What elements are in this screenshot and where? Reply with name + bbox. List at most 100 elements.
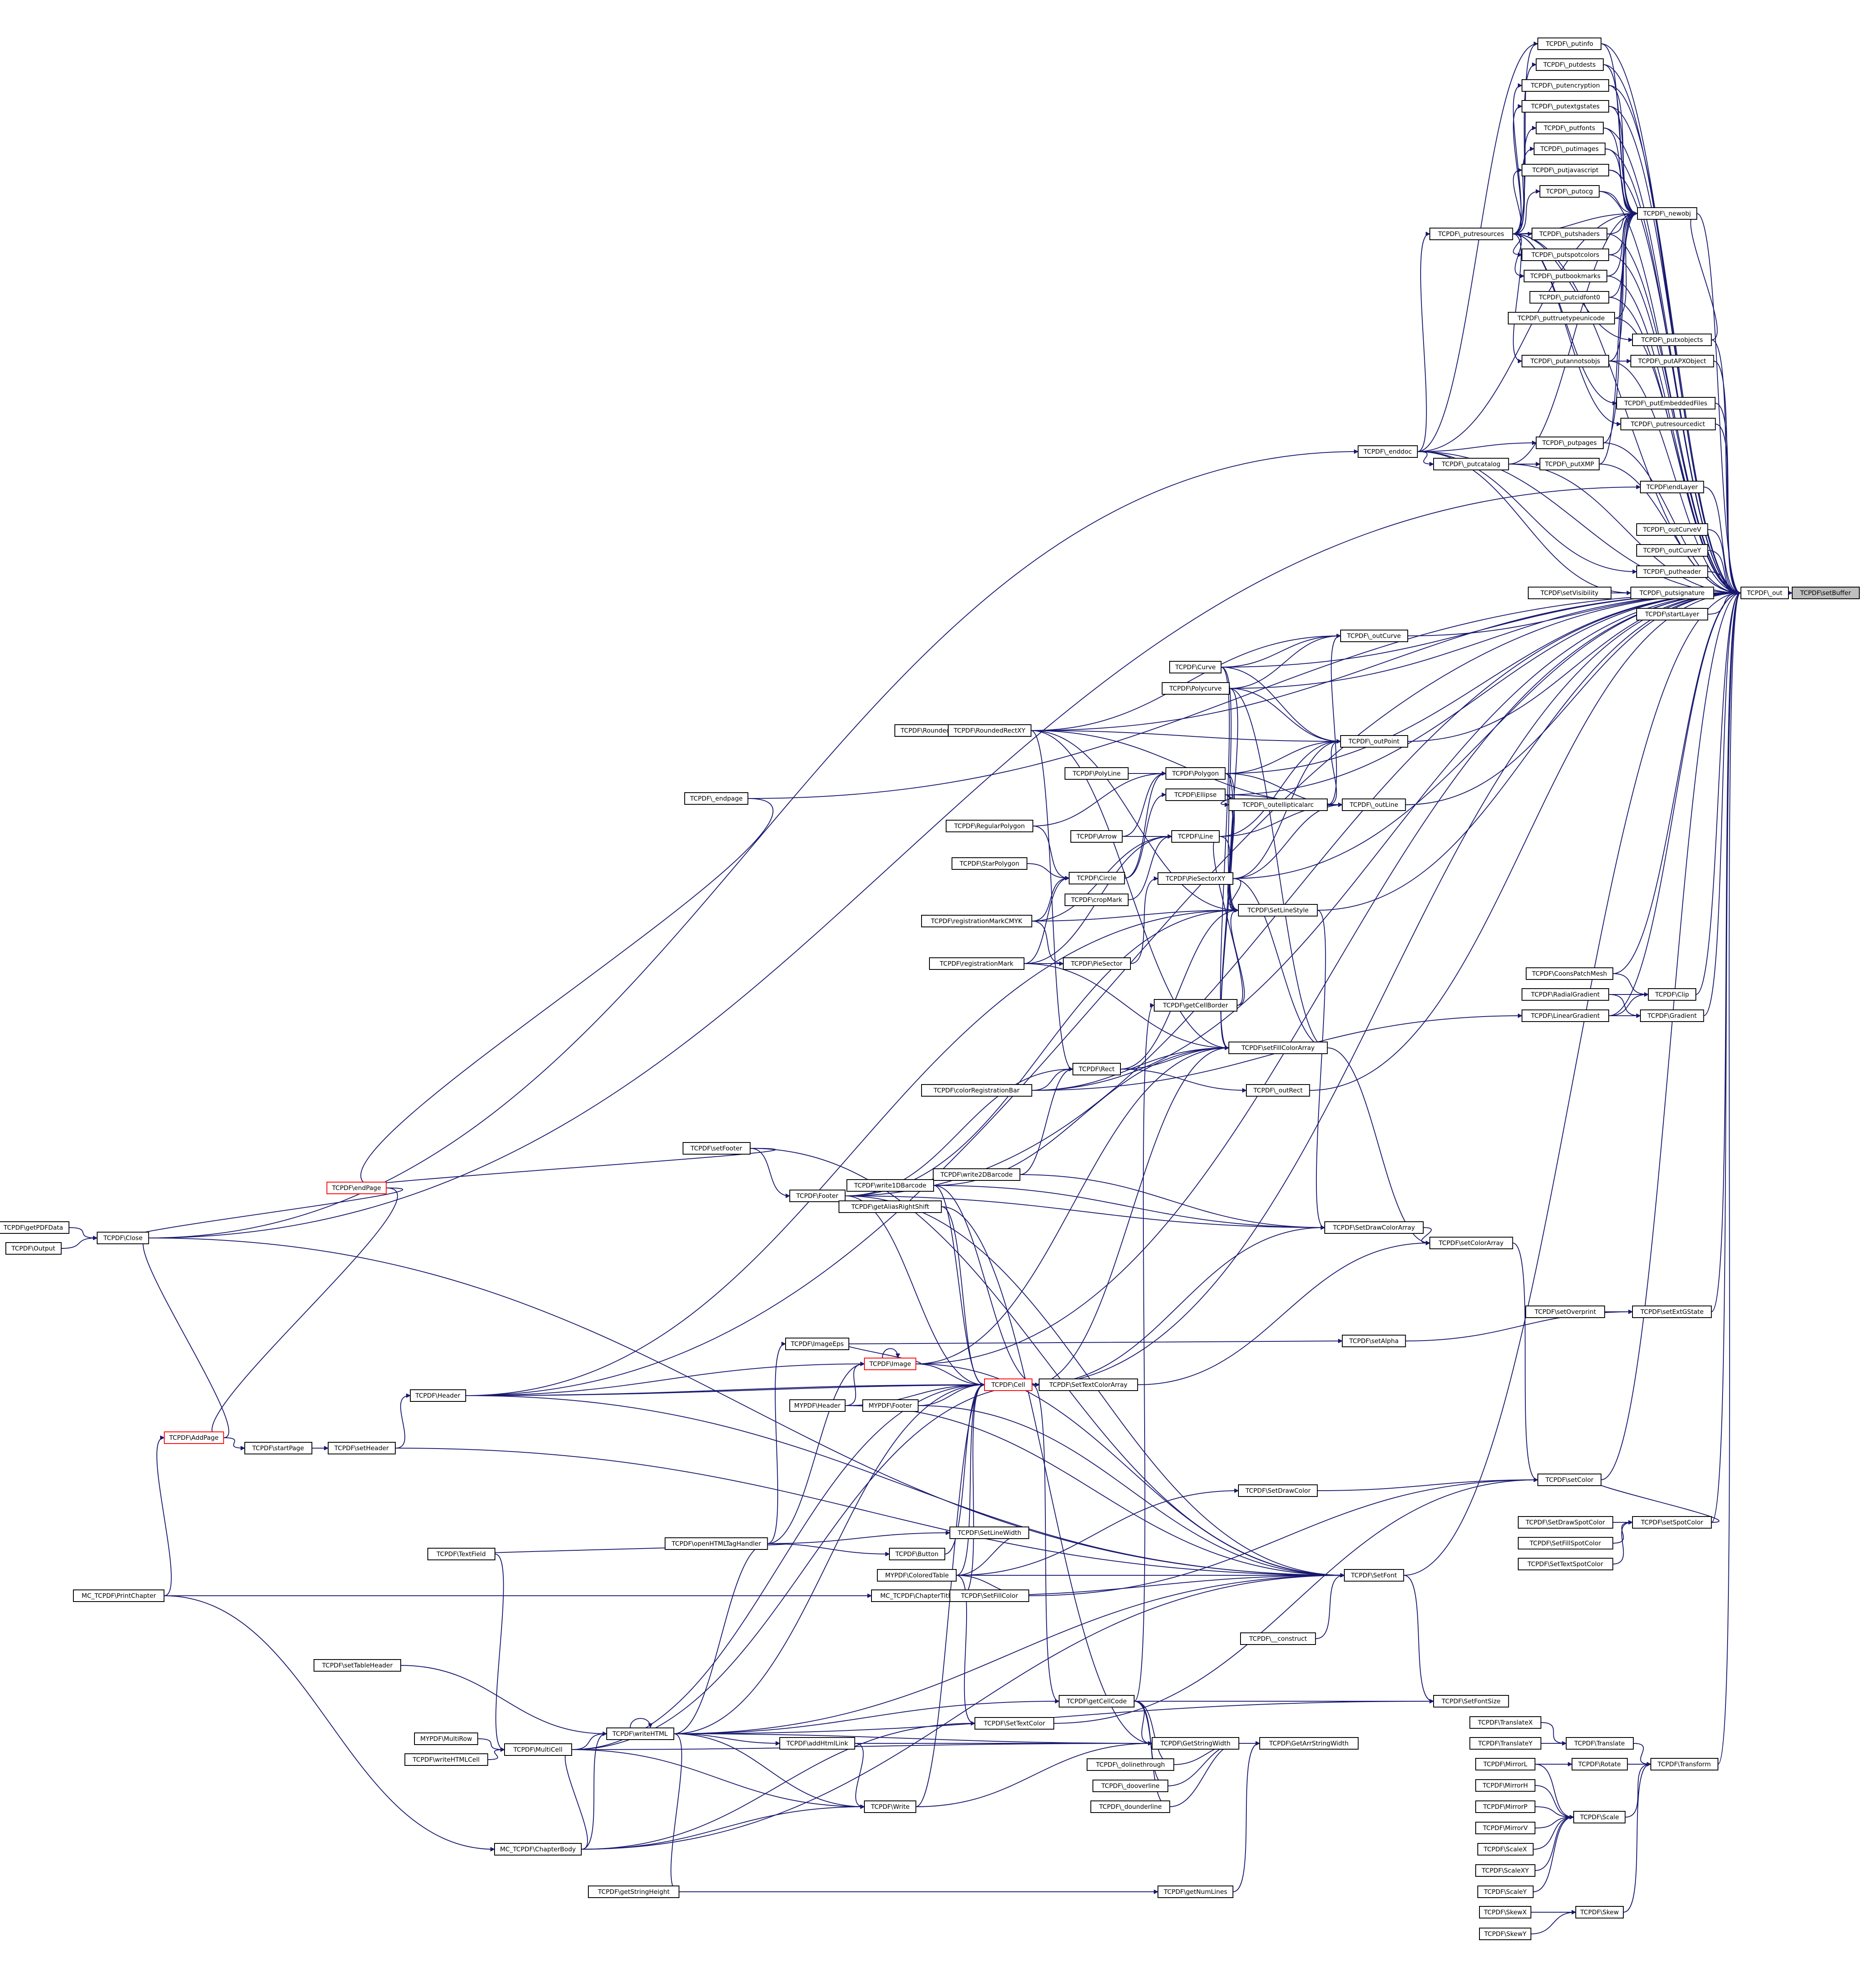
node-get-cell-border[interactable]: TCPDF\getCellBorder [1154, 999, 1238, 1012]
node-close[interactable]: TCPDF\Close [97, 1232, 149, 1244]
node-rotate[interactable]: TCPDF\Rotate [1572, 1758, 1628, 1770]
node-out-point[interactable]: TCPDF\_outPoint [1340, 735, 1408, 748]
node-scale-y[interactable]: TCPDF\ScaleY [1477, 1886, 1534, 1898]
node-mypdf-footer[interactable]: MYPDF\Footer [862, 1399, 919, 1412]
node-curve[interactable]: TCPDF\Curve [1169, 661, 1222, 673]
node-scale[interactable]: TCPDF\Scale [1573, 1811, 1626, 1823]
node-out-curve-y[interactable]: TCPDF\_outCurveY [1636, 544, 1708, 557]
node-color-registration-bar[interactable]: TCPDF\colorRegistrationBar [921, 1084, 1032, 1097]
node-putcidfont0[interactable]: TCPDF\_putcidfont0 [1529, 291, 1610, 304]
node-get-pdfdata[interactable]: TCPDF\getPDFData [0, 1221, 70, 1234]
node-set-header[interactable]: TCPDF\setHeader [328, 1442, 396, 1454]
node-linear-gradient[interactable]: TCPDF\LinearGradient [1522, 1009, 1609, 1022]
node-add-html-link[interactable]: TCPDF\addHtmlLink [779, 1737, 855, 1750]
node-set-text-color[interactable]: TCPDF\SetTextColor [974, 1717, 1055, 1730]
node-add-page[interactable]: TCPDF\AddPage [164, 1431, 224, 1444]
node-write2-dbarcode[interactable]: TCPDF\write2DBarcode [933, 1168, 1020, 1181]
node-polycurve[interactable]: TCPDF\Polycurve [1162, 682, 1230, 695]
node-set-draw-color[interactable]: TCPDF\SetDrawColor [1238, 1484, 1318, 1497]
node-arrow[interactable]: TCPDF\Arrow [1070, 830, 1123, 843]
node-skew[interactable]: TCPDF\Skew [1575, 1906, 1624, 1918]
node-putresourcedict[interactable]: TCPDF\_putresourcedict [1620, 418, 1716, 430]
node-multi-row[interactable]: MYPDF\MultiRow [414, 1733, 478, 1745]
node-get-arr-string-width[interactable]: TCPDF\GetArrStringWidth [1259, 1737, 1359, 1750]
node-start-layer[interactable]: TCPDF\startLayer [1636, 608, 1708, 620]
node-write-htmlcell[interactable]: TCPDF\writeHTMLCell [404, 1753, 488, 1766]
node-set-visibility[interactable]: TCPDF\setVisibility [1528, 587, 1612, 599]
node-multi-cell[interactable]: TCPDF\MultiCell [504, 1743, 572, 1756]
node-scale-xy[interactable]: TCPDF\ScaleXY [1475, 1864, 1536, 1877]
node-chapter-title[interactable]: MC_TCPDF\ChapterTitle [871, 1589, 963, 1602]
node-out-rect[interactable]: TCPDF\_outRect [1246, 1084, 1310, 1097]
node-putspotcolors[interactable]: TCPDF\_putspotcolors [1522, 249, 1609, 261]
node-putfonts[interactable]: TCPDF\_putfonts [1536, 122, 1604, 134]
node-print-chapter[interactable]: MC_TCPDF\PrintChapter [73, 1589, 165, 1602]
node-gradient[interactable]: TCPDF\Gradient [1640, 1009, 1704, 1022]
node-putpages[interactable]: TCPDF\_putpages [1536, 437, 1604, 449]
node-putcatalog[interactable]: TCPDF\_putcatalog [1433, 458, 1509, 470]
node-get-string-width[interactable]: TCPDF\GetStringWidth [1152, 1737, 1239, 1750]
node-pie-sector[interactable]: TCPDF\PieSector [1063, 957, 1131, 970]
node-out-curve[interactable]: TCPDF\_outCurve [1340, 630, 1408, 642]
node-text-field[interactable]: TCPDF\TextField [427, 1548, 495, 1560]
node-rect[interactable]: TCPDF\Rect [1072, 1063, 1121, 1075]
node-transform[interactable]: TCPDF\Transform [1650, 1758, 1718, 1770]
node-get-alias-right-shift[interactable]: TCPDF\getAliasRightShift [839, 1200, 942, 1213]
node-set-color-array[interactable]: TCPDF\setColorArray [1429, 1237, 1513, 1249]
node-outellipticalarc[interactable]: TCPDF\_outellipticalarc [1228, 798, 1328, 811]
node-mypdf-header[interactable]: MYPDF\Header [789, 1399, 846, 1412]
node-set-font-size[interactable]: TCPDF\SetFontSize [1433, 1695, 1509, 1707]
node-coons-patch-mesh[interactable]: TCPDF\CoonsPatchMesh [1526, 967, 1613, 980]
node-set-color[interactable]: TCPDF\setColor [1537, 1474, 1602, 1486]
node-construct[interactable]: TCPDF\__construct [1240, 1632, 1316, 1645]
node-write-html[interactable]: TCPDF\writeHTML [606, 1727, 674, 1740]
node-set-text-spot-color[interactable]: TCPDF\SetTextSpotColor [1518, 1558, 1613, 1570]
node-putjavascript[interactable]: TCPDF\_putjavascript [1522, 164, 1609, 176]
node-set-font[interactable]: TCPDF\SetFont [1344, 1569, 1404, 1582]
node-button[interactable]: TCPDF\Button [889, 1548, 945, 1560]
node-write1-dbarcode[interactable]: TCPDF\write1DBarcode [846, 1179, 934, 1192]
node-start-page[interactable]: TCPDF\startPage [244, 1442, 312, 1454]
node-image[interactable]: TCPDF\Image [864, 1358, 917, 1370]
node-poly-line[interactable]: TCPDF\PolyLine [1065, 767, 1129, 780]
node-mirror-p[interactable]: TCPDF\MirrorP [1475, 1800, 1536, 1813]
node-write[interactable]: TCPDF\Write [864, 1800, 917, 1813]
node-put-embedded-files[interactable]: TCPDF\_putEmbeddedFiles [1616, 397, 1716, 409]
node-line[interactable]: TCPDF\Line [1171, 830, 1220, 843]
node-skew-y[interactable]: TCPDF\SkewY [1479, 1928, 1532, 1940]
node-endpage[interactable]: TCPDF\_endpage [684, 792, 748, 805]
node-radial-gradient[interactable]: TCPDF\RadialGradient [1522, 988, 1609, 1001]
node-putshaders[interactable]: TCPDF\_putshaders [1532, 228, 1607, 240]
node-put-apxobject[interactable]: TCPDF\_putAPXObject [1630, 355, 1714, 367]
node-set-text-color-array[interactable]: TCPDF\SetTextColorArray [1039, 1378, 1138, 1391]
node-set-table-header[interactable]: TCPDF\setTableHeader [314, 1659, 401, 1672]
node-dooverline[interactable]: TCPDF\_dooverline [1092, 1780, 1168, 1792]
node-puttruetypeunicode[interactable]: TCPDF\_puttruetypeunicode [1508, 312, 1615, 324]
node-put-xmp[interactable]: TCPDF\_putXMP [1539, 458, 1600, 470]
node-translate[interactable]: TCPDF\Translate [1566, 1737, 1634, 1750]
node-set-draw-spot-color[interactable]: TCPDF\SetDrawSpotColor [1518, 1516, 1613, 1529]
node-circle[interactable]: TCPDF\Circle [1069, 872, 1125, 884]
node-set-line-width[interactable]: TCPDF\SetLineWidth [949, 1527, 1030, 1539]
node-set-fill-color[interactable]: TCPDF\SetFillColor [949, 1589, 1030, 1602]
node-putxobjects[interactable]: TCPDF\_putxobjects [1632, 334, 1712, 346]
node-pie-sector-xy[interactable]: TCPDF\PieSectorXY [1158, 872, 1233, 885]
node-putannotsobjs[interactable]: TCPDF\_putannotsobjs [1522, 355, 1609, 367]
node-set-spot-color[interactable]: TCPDF\setSpotColor [1632, 1516, 1712, 1529]
node-skew-x[interactable]: TCPDF\SkewX [1479, 1906, 1532, 1918]
node-enddoc[interactable]: TCPDF\_enddoc [1358, 445, 1418, 458]
node-regular-polygon[interactable]: TCPDF\RegularPolygon [946, 820, 1033, 832]
node-newobj[interactable]: TCPDF\_newobj [1637, 207, 1698, 220]
node-putocg[interactable]: TCPDF\_putocg [1539, 185, 1600, 198]
node-set-line-style[interactable]: TCPDF\SetLineStyle [1238, 904, 1318, 916]
node-dolinethrough[interactable]: TCPDF\_dolinethrough [1087, 1758, 1174, 1771]
node-footer[interactable]: TCPDF\Footer [789, 1190, 846, 1202]
node-registration-mark-cmyk[interactable]: TCPDF\registrationMarkCMYK [921, 915, 1032, 927]
node-set-ext-gstate[interactable]: TCPDF\setExtGState [1632, 1306, 1712, 1318]
node-get-cell-code[interactable]: TCPDF\getCellCode [1059, 1695, 1135, 1707]
node-out-line[interactable]: TCPDF\_outLine [1342, 798, 1406, 811]
node-rounded-rect-xy[interactable]: TCPDF\RoundedRectXY [948, 724, 1032, 737]
node-ellipse[interactable]: TCPDF\Ellipse [1165, 788, 1226, 801]
node-clip[interactable]: TCPDF\Clip [1648, 988, 1696, 1001]
node-mirror-v[interactable]: TCPDF\MirrorV [1475, 1822, 1536, 1834]
